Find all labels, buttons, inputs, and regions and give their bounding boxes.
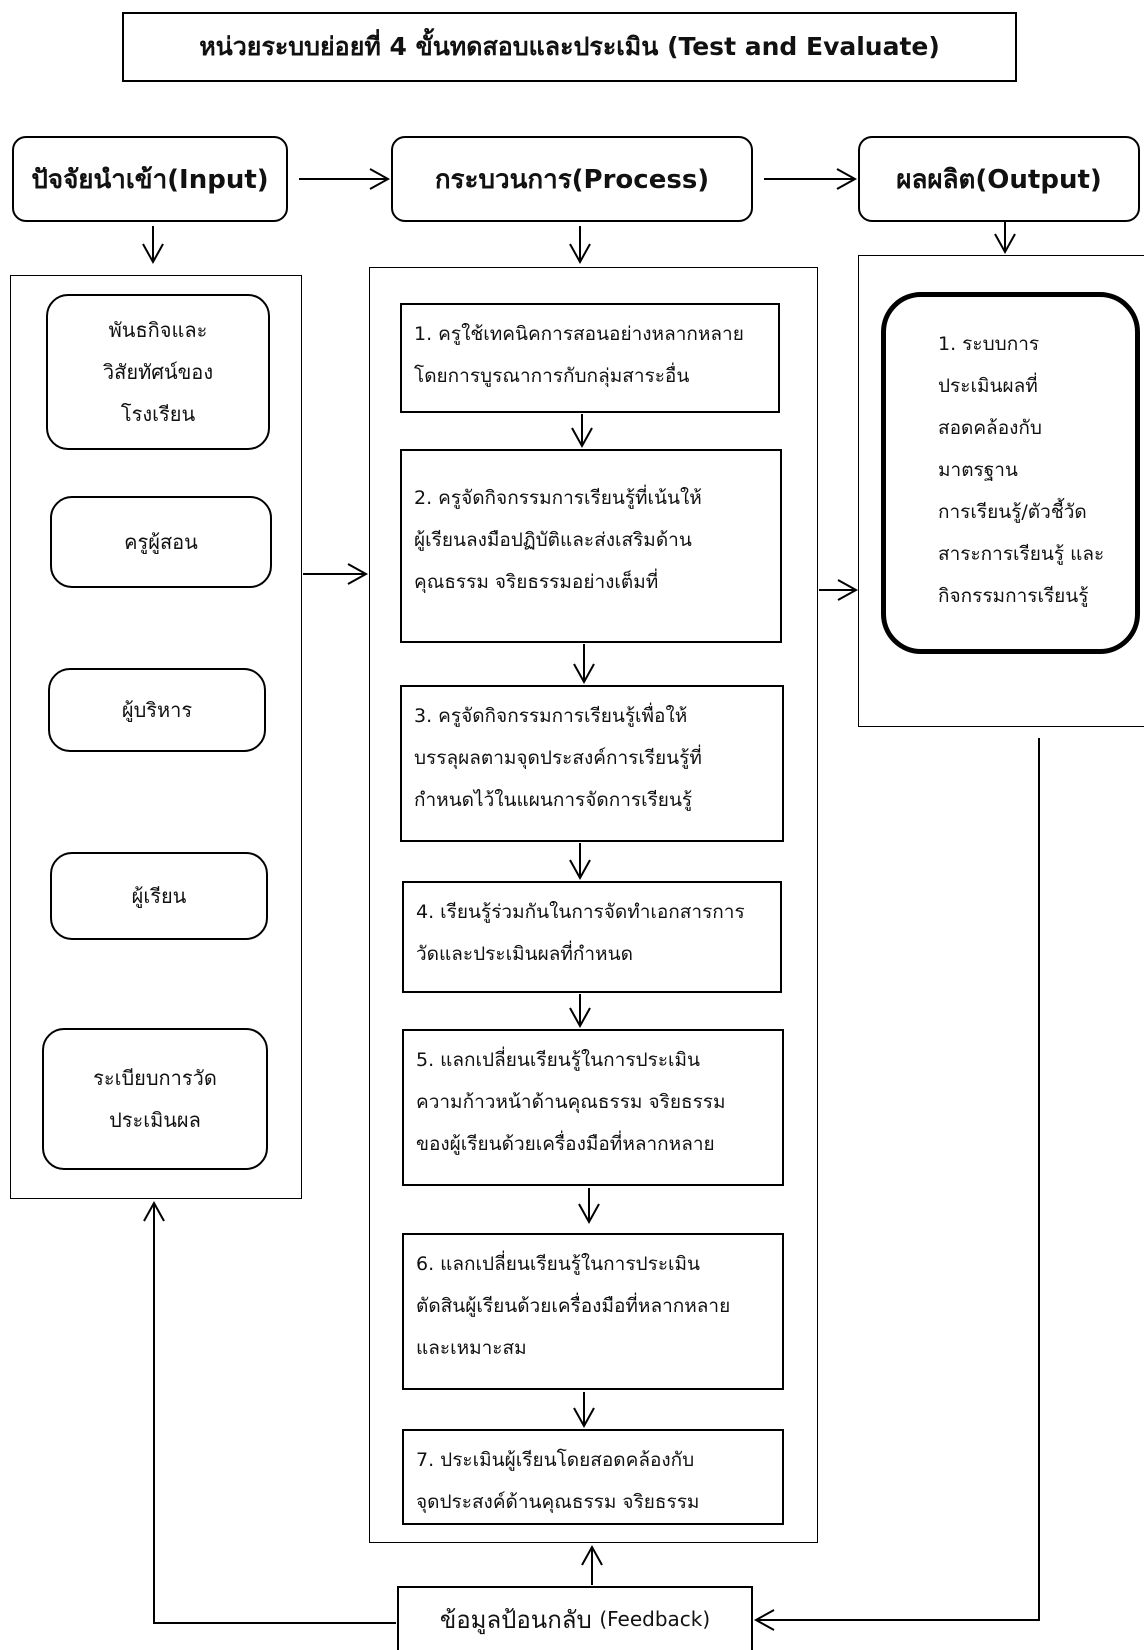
output-result-box: 1. ระบบการ ประเมินผลที่ สอดคล้องกับ มาตร…	[881, 292, 1140, 654]
input-item-label: ครูผู้สอน	[124, 530, 198, 554]
output-header: ผลผลิต(Output)	[858, 136, 1140, 222]
process-header-text: กระบวนการ(Process)	[434, 164, 710, 195]
input-item-label: ผู้เรียน	[131, 884, 187, 908]
process-step-text: 4. เรียนรู้ร่วมกันในการจัดทำเอกสารการ วั…	[416, 901, 745, 965]
input-item-label: ผู้บริหาร	[121, 698, 193, 722]
process-step-5: 5. แลกเปลี่ยนเรียนรู้ในการประเมิน ความก้…	[402, 1029, 784, 1186]
arrow-feedback-to-input	[143, 1200, 396, 1624]
output-header-text: ผลผลิต(Output)	[896, 164, 1102, 195]
process-step-text: 5. แลกเปลี่ยนเรียนรู้ในการประเมิน ความก้…	[416, 1049, 726, 1155]
feedback-label-th: ข้อมูลป้อนกลับ	[439, 1605, 592, 1634]
input-header: ปัจจัยนำเข้า(Input)	[12, 136, 288, 222]
feedback-box: ข้อมูลป้อนกลับ (Feedback)	[397, 1586, 753, 1650]
feedback-label-en: (Feedback)	[599, 1607, 711, 1631]
process-step-text: 7. ประเมินผู้เรียนโดยสอดคล้องกับ จุดประส…	[416, 1449, 700, 1513]
input-item-teacher: ครูผู้สอน	[50, 496, 272, 588]
process-step-text: 6. แลกเปลี่ยนเรียนรู้ในการประเมิน ตัดสิน…	[416, 1253, 731, 1359]
input-item-mission: พันธกิจและ วิสัยทัศน์ของ โรงเรียน	[46, 294, 270, 450]
process-step-4: 4. เรียนรู้ร่วมกันในการจัดทำเอกสารการ วั…	[402, 881, 782, 993]
process-step-7: 7. ประเมินผู้เรียนโดยสอดคล้องกับ จุดประส…	[402, 1429, 784, 1525]
diagram-title-text: หน่วยระบบย่อยที่ 4 ขั้นทดสอบและประเมิน (…	[199, 32, 940, 61]
process-step-6: 6. แลกเปลี่ยนเรียนรู้ในการประเมิน ตัดสิน…	[402, 1233, 784, 1390]
process-step-1: 1. ครูใช้เทคนิคการสอนอย่างหลากหลาย โดยกา…	[400, 303, 780, 413]
process-step-text: 2. ครูจัดกิจกรรมการเรียนรู้ที่เน้นให้ ผู…	[414, 487, 702, 593]
process-step-2: 2. ครูจัดกิจกรรมการเรียนรู้ที่เน้นให้ ผู…	[400, 449, 782, 643]
process-step-text: 3. ครูจัดกิจกรรมการเรียนรู้เพื่อให้ บรรล…	[414, 705, 702, 811]
input-item-student: ผู้เรียน	[50, 852, 268, 940]
input-item-label: ระเบียบการวัด ประเมินผล	[93, 1066, 217, 1132]
process-step-text: 1. ครูใช้เทคนิคการสอนอย่างหลากหลาย โดยกา…	[414, 323, 744, 387]
input-header-text: ปัจจัยนำเข้า(Input)	[31, 164, 269, 195]
process-header: กระบวนการ(Process)	[391, 136, 753, 222]
input-item-label: พันธกิจและ วิสัยทัศน์ของ โรงเรียน	[102, 318, 214, 426]
diagram-title: หน่วยระบบย่อยที่ 4 ขั้นทดสอบและประเมิน (…	[122, 12, 1017, 82]
input-item-administrator: ผู้บริหาร	[48, 668, 266, 752]
input-item-evaluation-rules: ระเบียบการวัด ประเมินผล	[42, 1028, 268, 1170]
output-result-text: 1. ระบบการ ประเมินผลที่ สอดคล้องกับ มาตร…	[938, 333, 1105, 607]
process-step-3: 3. ครูจัดกิจกรรมการเรียนรู้เพื่อให้ บรรล…	[400, 685, 784, 842]
